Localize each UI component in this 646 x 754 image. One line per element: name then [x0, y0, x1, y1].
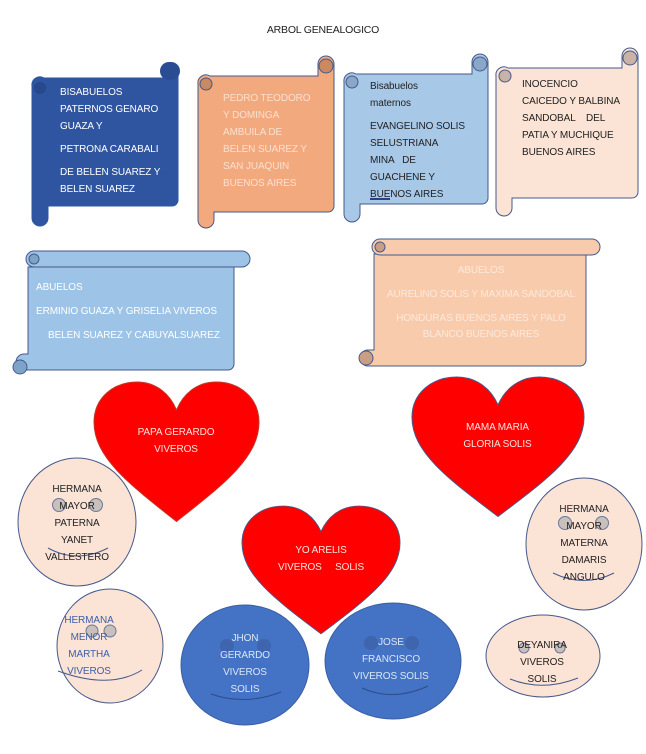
text-line: MAYOR	[59, 501, 95, 512]
page-title: ARBOL GENEALOGICO	[266, 24, 380, 36]
text-line: EVANGELINO SOLIS	[370, 121, 465, 132]
text-line: SOLIS	[527, 674, 557, 685]
text-line: SAN JUAQUIN	[223, 161, 290, 172]
mama-text: MAMA MARIA GLORIA SOLIS	[430, 419, 565, 453]
text-line: VIVEROS SOLIS	[277, 562, 365, 573]
text-line: VIVEROS	[154, 444, 198, 455]
text-line: BELEN SUAREZ Y	[223, 144, 308, 155]
text-line: MAYOR	[566, 521, 602, 532]
text-line: PAPA GERARDO	[137, 427, 215, 438]
text-line: DE BELEN SUAREZ Y	[60, 167, 161, 178]
text-line: SOLIS	[230, 684, 260, 695]
deyanira-text: DEYANIRA VIVEROS SOLIS	[502, 637, 582, 688]
hermana-mayor-materna-text: HERMANA MAYOR MATERNA DAMARIS ANGULO	[544, 501, 624, 586]
text-line: VIVEROS	[520, 657, 564, 668]
bisabuelos-paternos-2-text: PEDRO TEODORO Y DOMINGA AMBUILA DE BELEN…	[223, 90, 311, 192]
hermana-menor-text: HERMANA MENOR MARTHA VIVEROS	[49, 612, 129, 680]
text-line: CAICEDO Y BALBINA	[522, 96, 620, 107]
face-jhon	[180, 604, 310, 726]
text-line: YANET	[60, 535, 94, 546]
face-jose	[324, 602, 462, 720]
text-line: AMBUILA DE	[223, 127, 283, 138]
text-line: VALLESTERO	[45, 552, 109, 563]
text-line: GUAZA Y	[60, 121, 103, 132]
text-line: PATERNA	[54, 518, 100, 529]
yo-text: YO ARELIS VIVEROS SOLIS	[258, 542, 384, 576]
bisabuelos-maternos-2-text: INOCENCIO CAICEDO Y BALBINA SANDOBAL DEL…	[522, 76, 620, 161]
text-line: BELEN SUAREZ	[60, 184, 135, 195]
text-line: MAMA MARIA	[466, 422, 529, 433]
text-line: PATERNOS GENARO	[60, 104, 159, 115]
text-line: BUENOS AIRES	[522, 147, 596, 158]
scroll-bisabuelos-maternos-2	[495, 47, 639, 217]
text-line: DEYANIRA	[517, 640, 567, 651]
text-line: SELUSTRIANA	[370, 138, 439, 149]
text-line: BUENOS AIRES	[223, 178, 297, 189]
jose-text: JOSE FRANCISCO VIVEROS SOLIS	[341, 634, 441, 685]
text-line: PETRONA CARABALI	[60, 144, 159, 155]
abuelos-maternos-text: ABUELOS AURELINO SOLIS Y MAXIMA SANDOBAL…	[376, 263, 586, 343]
text-line: VIVEROS SOLIS	[353, 671, 429, 682]
jhon-text: JHON GERARDO VIVEROS SOLIS	[205, 630, 285, 698]
text-line: GUACHENE Y	[370, 172, 435, 183]
face-deyanira	[485, 614, 601, 698]
scroll-abuelos-maternos	[358, 238, 601, 367]
text-line: GERARDO	[220, 650, 270, 661]
text-line: ABUELOS	[457, 265, 505, 276]
abuelos-paternos-text: ABUELOS ERMINIO GUAZA Y GRISELIA VIVEROS…	[36, 280, 220, 344]
text-line: ERMINIO GUAZA Y GRISELIA VIVEROS	[36, 306, 217, 317]
bisabuelos-maternos-1-text: Bisabuelos maternos EVANGELINO SOLIS SEL…	[370, 78, 465, 203]
face-hermana-menor	[56, 588, 164, 704]
text-line: BLANCO BUENOS AIRES	[422, 329, 540, 340]
text-line: HERMANA	[52, 484, 102, 495]
text-line: PATIA Y MUCHIQUE	[522, 130, 614, 141]
text-line: HONDURAS BUENOS AIRES Y PALO	[396, 313, 566, 324]
scroll-abuelos-paternos	[12, 250, 251, 375]
text-line: HERMANA	[559, 504, 609, 515]
text-line: DAMARIS	[561, 555, 607, 566]
text-line: Y DOMINGA	[223, 110, 280, 121]
text-line: ANGULO	[563, 572, 605, 583]
text-line: MATERNA	[560, 538, 608, 549]
text-line: BELEN SUAREZ Y CABUYALSUAREZ	[48, 330, 220, 341]
text-line: ABUELOS	[36, 282, 83, 293]
text-line: BISABUELOS	[60, 87, 123, 98]
text-line: AURELINO SOLIS Y MAXIMA SANDOBAL	[386, 289, 576, 300]
text-line: JHON	[231, 633, 259, 644]
text-line: FRANCISCO	[362, 654, 420, 665]
text-line: Bisabuelos	[370, 81, 418, 92]
scroll-bisabuelos-maternos-1	[343, 53, 489, 223]
text-line: maternos	[370, 98, 411, 109]
bisabuelos-paternos-1-text: BISABUELOS PATERNOS GENARO GUAZA Y PETRO…	[60, 84, 160, 198]
text-line: JOSE	[378, 637, 404, 648]
text-line: PEDRO TEODORO	[223, 93, 311, 104]
scroll-bisabuelos-paternos-2	[197, 55, 335, 229]
face-hermana-mayor-paterna	[17, 457, 137, 587]
underline-mark	[370, 198, 390, 200]
text-line: VIVEROS	[223, 667, 267, 678]
face-hermana-mayor-materna	[525, 477, 643, 611]
papa-text: PAPA GERARDO VIVEROS	[110, 424, 242, 458]
text-line: GLORIA SOLIS	[463, 439, 532, 450]
text-line: BUENOS AIRES	[370, 189, 444, 200]
hermana-mayor-paterna-text: HERMANA MAYOR PATERNA YANET VALLESTERO	[37, 481, 117, 566]
text-line: MENOR	[70, 632, 108, 643]
text-line: INOCENCIO	[522, 79, 578, 90]
text-line: MARTHA	[68, 649, 110, 660]
text-line: SANDOBAL DEL	[522, 113, 606, 124]
scroll-bisabuelos-paternos-1	[31, 62, 180, 227]
text-line: YO ARELIS	[295, 545, 347, 556]
text-line: MINA DE	[370, 155, 416, 166]
text-line: VIVEROS	[67, 666, 111, 677]
text-line: HERMANA	[64, 615, 114, 626]
